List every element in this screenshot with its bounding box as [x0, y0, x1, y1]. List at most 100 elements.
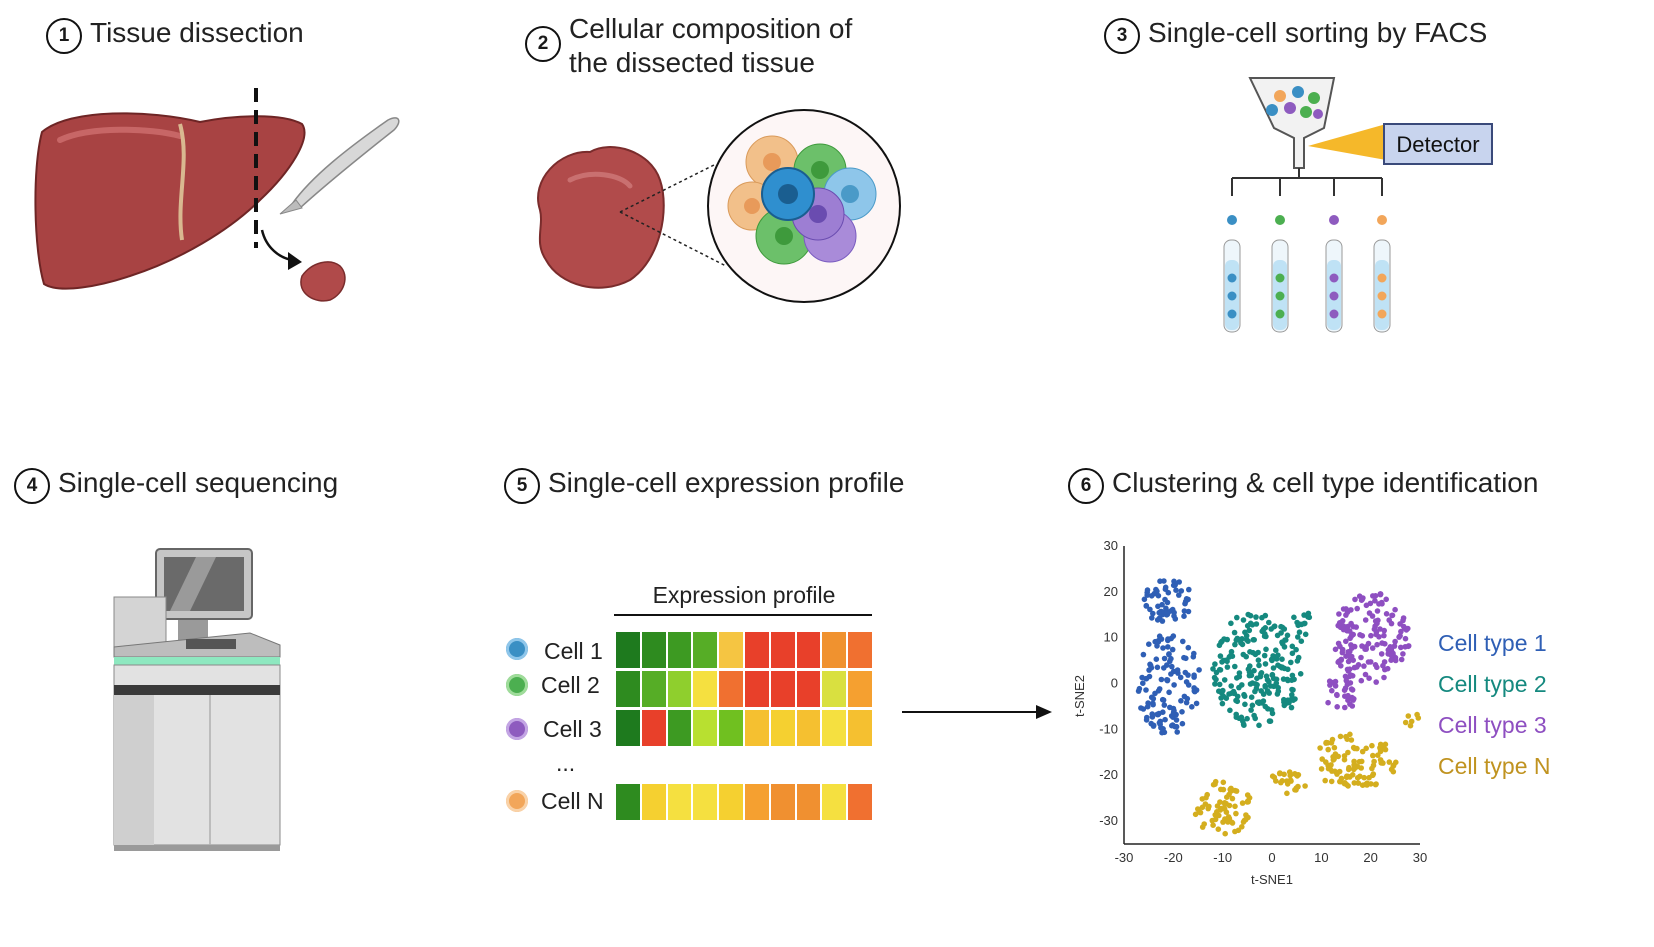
scatter-point: [1212, 812, 1218, 818]
scatter-point: [1328, 740, 1335, 746]
heatmap-cell: [796, 671, 821, 707]
scatter-point: [1143, 603, 1150, 609]
scatter-point: [1373, 679, 1379, 685]
tube-2-dot: [1275, 215, 1285, 225]
y-tick-label: 20: [1104, 584, 1118, 599]
scatter-point: [1329, 687, 1335, 694]
scatter-point: [1347, 774, 1353, 780]
tube-2-cell-2: [1275, 291, 1285, 301]
scatter-point: [1148, 593, 1155, 599]
flow-arrow: [902, 705, 1052, 719]
scatter-point: [1342, 704, 1348, 711]
liver-shape: [34, 112, 306, 290]
scatter-point: [1294, 619, 1300, 626]
scatter-point: [1189, 704, 1195, 710]
scatter-point: [1177, 674, 1184, 681]
heatmap-cell: [796, 710, 821, 746]
scatter-point: [1159, 618, 1166, 624]
heatmap-cell: [745, 784, 769, 820]
scatter-point: [1364, 782, 1370, 788]
scatter-point: [1255, 657, 1262, 663]
scatter-point: [1359, 748, 1366, 755]
scatter-point: [1372, 662, 1379, 668]
scatter-point: [1260, 698, 1267, 704]
side-panel: [114, 695, 154, 845]
scatter-point: [1388, 657, 1394, 663]
scatter-point: [1150, 610, 1156, 617]
machine-top: [113, 596, 167, 648]
heatmap-row-n: [616, 784, 874, 820]
scatter-point: [1291, 676, 1297, 683]
scatter-point: [1366, 675, 1372, 681]
scatter-point: [1348, 607, 1354, 613]
step-5-title: Single-cell expression profile: [548, 466, 904, 500]
scatter-point: [1193, 700, 1200, 707]
heatmap-cell: [770, 784, 795, 820]
tube-4-cell-1: [1377, 273, 1387, 283]
scatter-point: [1242, 629, 1248, 636]
scatter-point: [1172, 582, 1178, 588]
scatter-point: [1212, 661, 1218, 667]
scatter-point: [1179, 709, 1185, 715]
y-tick-label: 0: [1111, 676, 1118, 691]
scatter-point: [1164, 677, 1171, 684]
y-tick-label: 10: [1104, 630, 1118, 645]
scatter-point: [1349, 631, 1355, 638]
scatter-point: [1232, 663, 1238, 670]
scatter-point: [1178, 698, 1184, 704]
scatter-point: [1179, 720, 1186, 727]
scatter-point: [1212, 781, 1218, 787]
heatmap-cell: [616, 671, 640, 707]
scatter-point: [1176, 579, 1182, 585]
scatter-point: [1294, 773, 1301, 779]
scatter-point: [1154, 711, 1160, 718]
scatter-point: [1235, 827, 1242, 834]
scatter-point: [1155, 603, 1161, 610]
scatter-point: [1339, 646, 1346, 653]
scatter-point: [1245, 638, 1251, 644]
cell-ellipsis: ...: [556, 750, 576, 776]
scatter-point: [1156, 609, 1162, 616]
scatter-point: [1173, 587, 1179, 593]
scatter-point: [1262, 703, 1269, 710]
scatter-point: [1377, 591, 1384, 598]
scatter-point: [1267, 683, 1274, 689]
step-5-number: 5: [504, 468, 540, 504]
scatter-point: [1302, 783, 1308, 789]
scatter-point: [1150, 723, 1157, 729]
scatter-point: [1271, 623, 1278, 629]
scatter-point: [1161, 655, 1168, 662]
scatter-point: [1191, 650, 1197, 657]
heatmap-cell: [745, 671, 769, 707]
scatter-point: [1346, 764, 1352, 771]
scatter-point: [1153, 656, 1160, 662]
heatmap-cell: [641, 632, 666, 668]
scatter-point: [1239, 682, 1245, 688]
funnel: [1248, 77, 1336, 169]
tube-1: [1223, 215, 1241, 333]
scatter-point: [1332, 646, 1339, 653]
heatmap-cell: [616, 632, 640, 668]
scatter-point: [1140, 680, 1146, 686]
scatter-point: [1244, 623, 1251, 629]
scatter-point: [1172, 723, 1178, 730]
scatter-point: [1334, 704, 1340, 710]
scatter-point: [1234, 614, 1240, 621]
scatter-point: [1217, 807, 1224, 813]
scatter-point: [1167, 704, 1173, 711]
scatter-point: [1209, 817, 1216, 824]
step-6-number: 6: [1068, 468, 1104, 504]
scatter-point: [1405, 643, 1412, 650]
scatter-point: [1149, 711, 1155, 717]
scatter-point: [1358, 654, 1364, 661]
scatter-point: [1340, 606, 1347, 612]
scatter-point: [1238, 714, 1245, 721]
scatter-point: [1345, 749, 1351, 756]
scatter-point: [1355, 780, 1362, 786]
scatter-point: [1139, 674, 1145, 681]
scatter-point: [1166, 689, 1172, 696]
scatter-point: [1204, 791, 1210, 798]
scatter-point: [1239, 641, 1246, 648]
heatmap-cell: [641, 671, 666, 707]
